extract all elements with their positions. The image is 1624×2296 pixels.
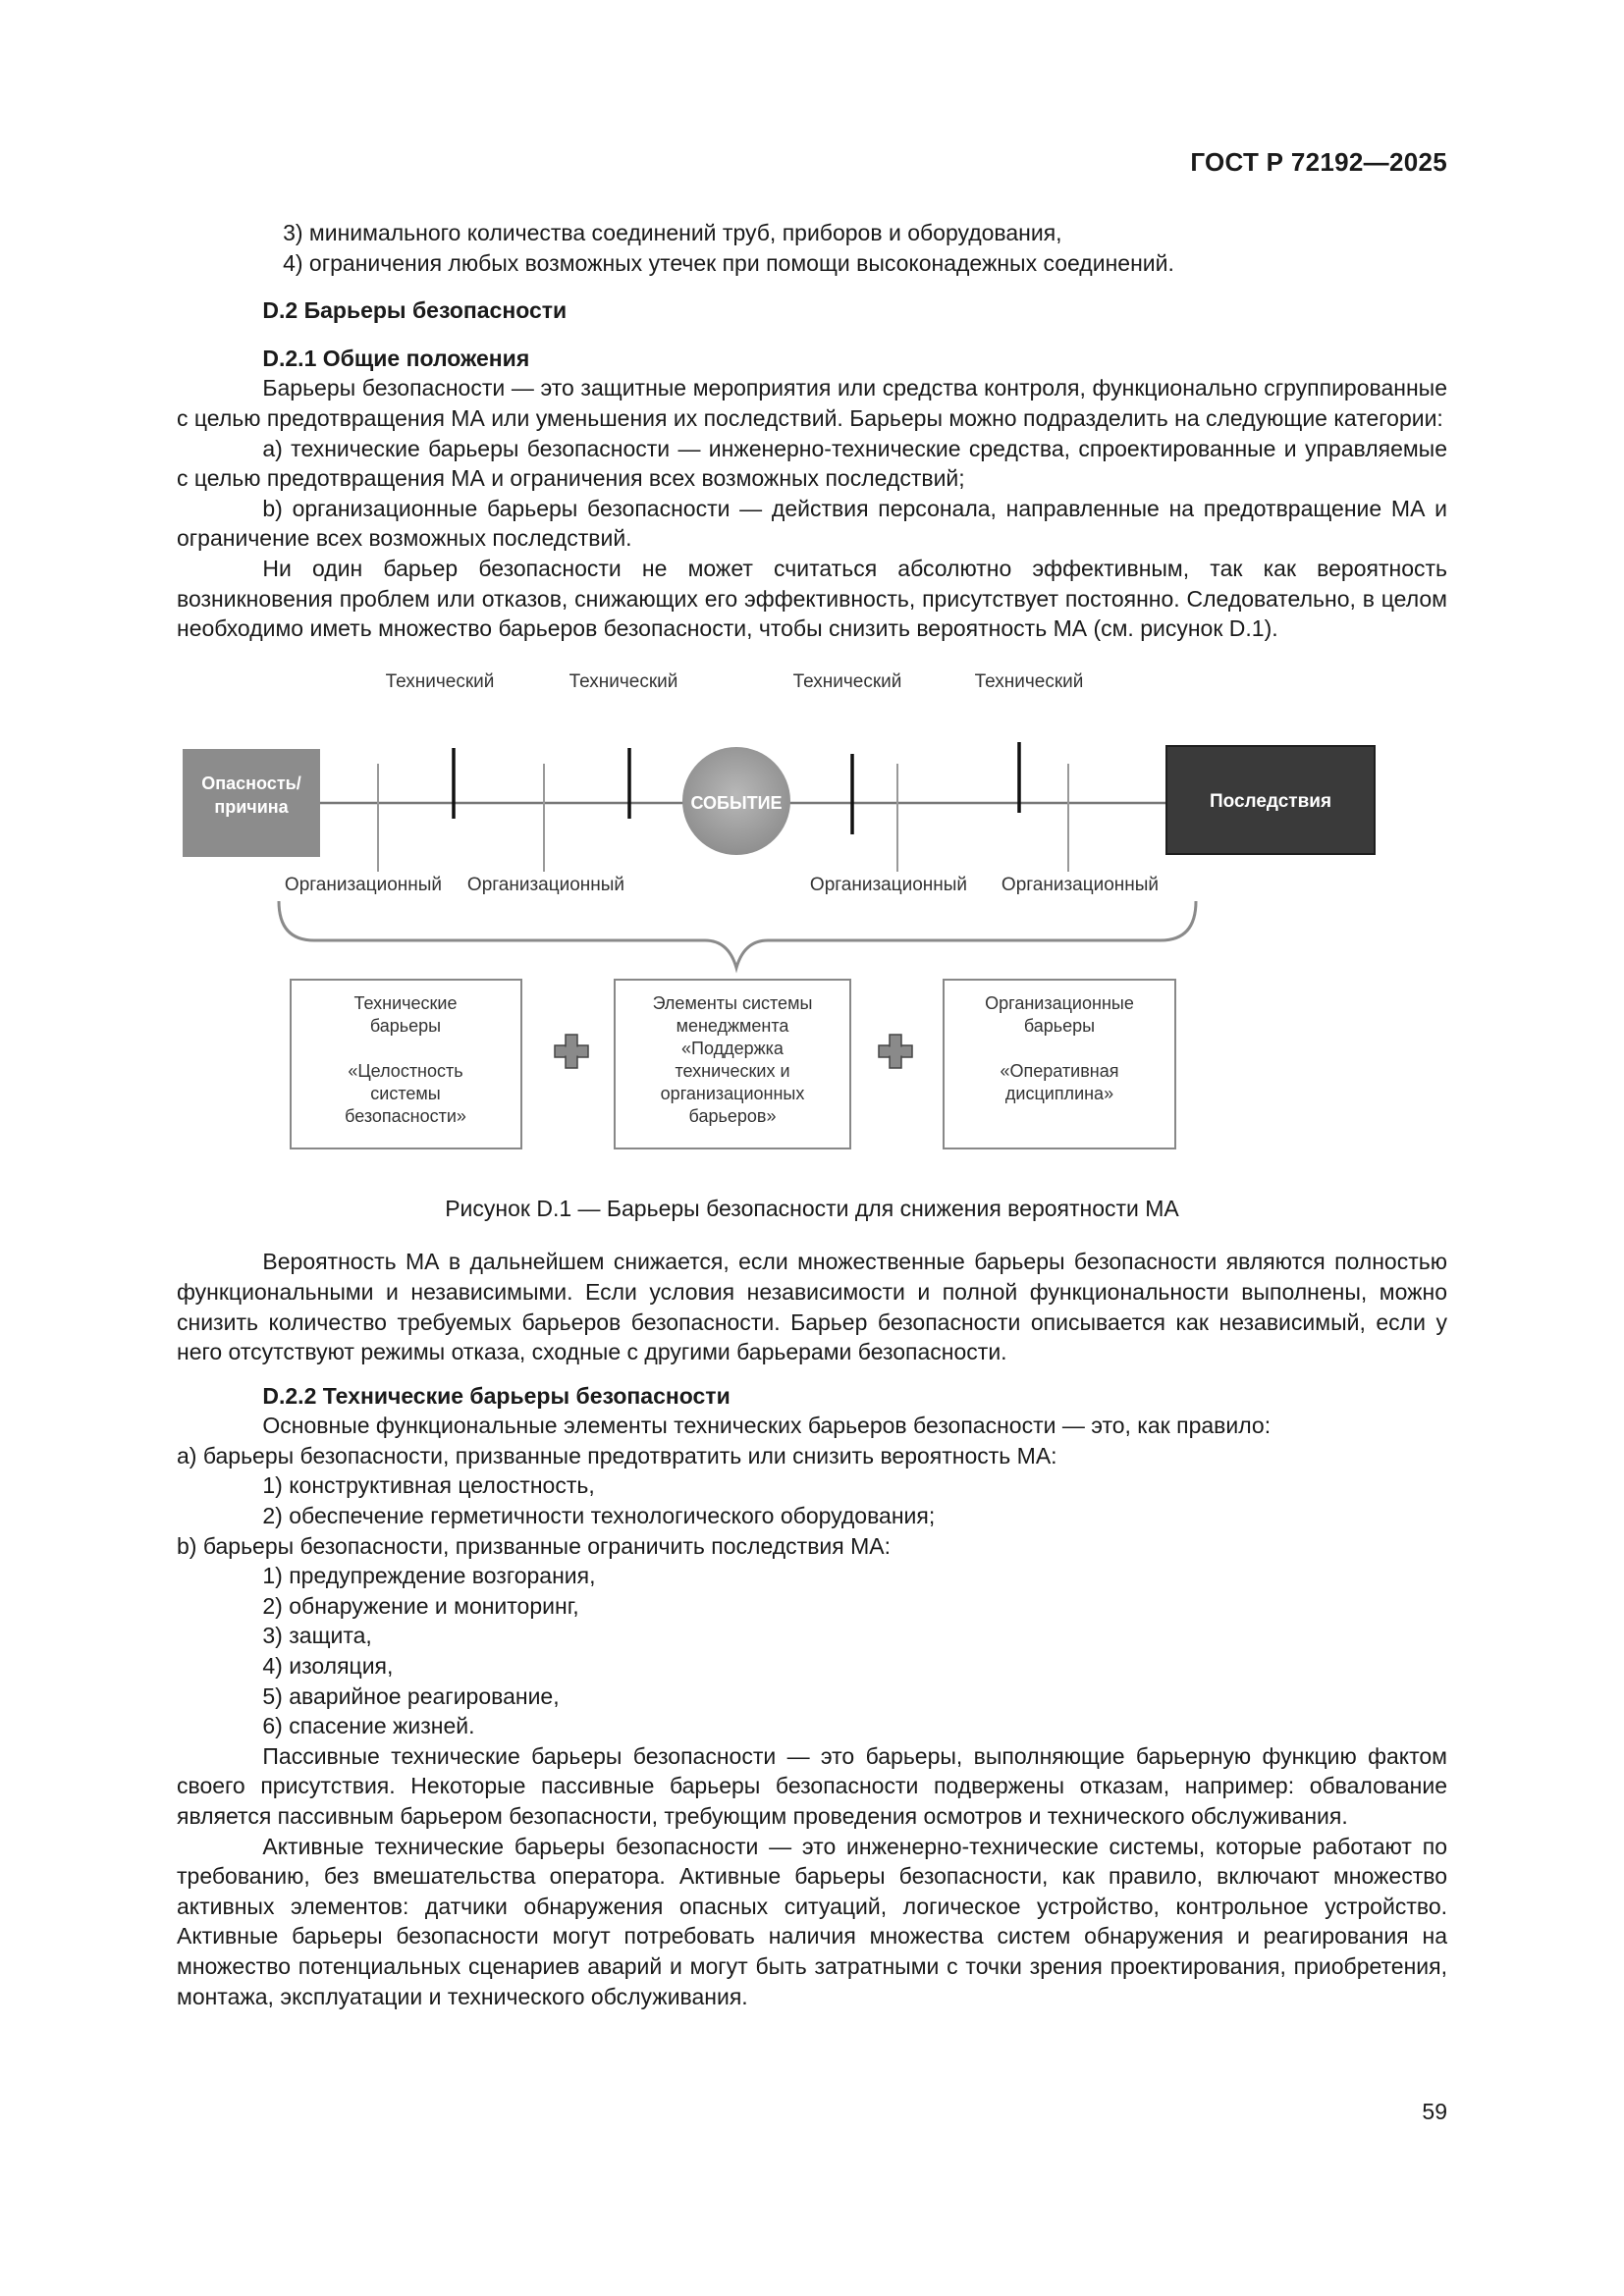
page-number: 59 [1422,2099,1447,2124]
hazard-label-line2: причина [214,797,289,817]
barrier-diagram: Технический Технический Технический Техн… [183,671,1376,1149]
top-label-technical: Технический [793,671,902,692]
figure-d1: Технический Технический Технический Техн… [177,644,1447,1194]
document-id: ГОСТ Р 72192—2025 [1190,147,1447,177]
list-item: 3) минимального количества соединений тр… [283,220,1062,245]
box-text: барьеры [370,1016,441,1036]
hazard-box [183,748,320,857]
figure-caption: Рисунок D.1 — Барьеры безопасности для с… [445,1195,1179,1221]
paragraph: Основные функциональные элементы техниче… [262,1413,1272,1439]
list-item: а) технические барьеры безопасности — ин… [177,435,1447,492]
box-text: технических и [675,1061,789,1081]
box-text: дисциплина» [1005,1084,1113,1103]
list-item: b) барьеры безопасности, призванные огра… [177,1532,892,1559]
list-item: b) организационные барьеры безопасности … [177,495,1447,552]
box-text: барьеры [1024,1016,1095,1036]
list-item: 5) аварийное реагирование, [262,1682,560,1709]
box-text: Технические [354,993,458,1013]
bottom-label-organizational: Организационный [285,875,442,895]
subsection-heading: D.2.2 Технические барьеры безопасности [262,1382,731,1409]
top-label-technical: Технический [975,671,1084,692]
bottom-label-organizational: Организационный [810,875,967,895]
subsection-heading: D.2.1 Общие положения [262,345,530,371]
list-item: 3) защита, [262,1623,372,1649]
hazard-label-line1: Опасность/ [201,774,300,793]
organizational-barriers-box [943,978,1176,1149]
box-text: «Поддержка [681,1039,785,1058]
page-content: 3) минимального количества соединений тр… [177,218,1447,2011]
box-text: «Оперативная [1001,1061,1119,1081]
technical-barriers-box [290,978,522,1149]
plus-icon [554,1033,589,1069]
top-label-technical: Технический [569,671,678,692]
list-item: 1) предупреждение возгорания, [262,1563,596,1589]
paragraph: Ни один барьер безопасности не может счи… [177,555,1447,642]
plus-icon [878,1033,913,1069]
box-text: менеджмента [677,1016,790,1036]
paragraph: Вероятность МА в дальнейшем снижается, е… [177,1249,1447,1365]
bottom-label-organizational: Организационный [467,875,624,895]
box-text: «Целостность [348,1061,462,1081]
box-text: организационных [661,1084,805,1103]
grouping-brace [277,900,1198,974]
list-item: 2) обеспечение герметичности технологиче… [262,1503,936,1529]
paragraph: Активные технические барьеры безопасност… [177,1833,1447,2009]
paragraph: Барьеры безопасности — это защитные меро… [177,375,1447,431]
list-item: 4) ограничения любых возможных утечек пр… [283,249,1174,276]
list-item: 6) спасение жизней. [262,1713,475,1739]
section-heading: D.2 Барьеры безопасности [262,297,568,324]
management-system-box [614,978,851,1149]
top-label-technical: Технический [386,671,495,692]
list-item: 1) конструктивная целостность, [262,1472,595,1499]
consequence-box [1165,744,1376,855]
box-text: безопасности» [345,1106,466,1126]
consequence-label: Последствия [1210,791,1331,812]
event-circle [682,746,790,855]
list-item: 4) изоляция, [262,1653,394,1680]
list-item: 2) обнаружение и мониторинг, [262,1592,579,1619]
box-text: системы [370,1084,440,1103]
box-text: Организационные [985,993,1134,1013]
event-label: СОБЫТИЕ [690,793,782,813]
box-text: барьеров» [689,1106,777,1126]
bottom-label-organizational: Организационный [1001,875,1159,895]
box-text: Элементы системы [653,993,813,1013]
paragraph: Пассивные технические барьеры безопаснос… [177,1742,1447,1829]
list-item: а) барьеры безопасности, призванные пред… [177,1442,1057,1468]
